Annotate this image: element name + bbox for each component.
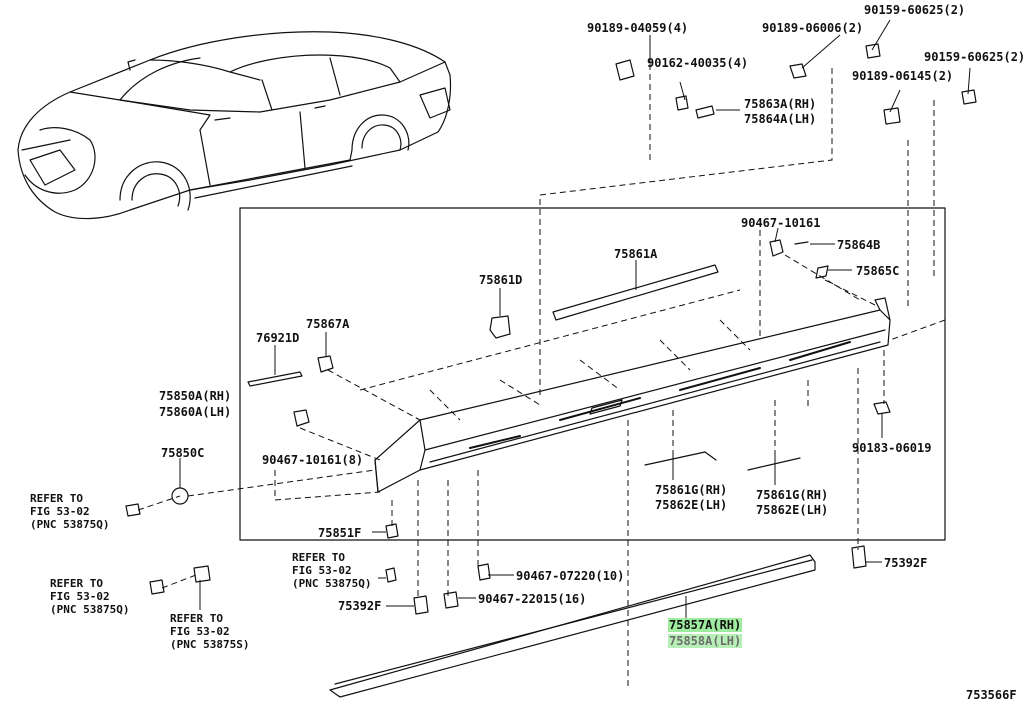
label-90467-07220: 90467-07220(10) xyxy=(516,569,625,583)
label-75867A: 75867A xyxy=(306,317,350,331)
refer-note-4-line3: (PNC 53875S) xyxy=(170,638,250,651)
label-75864A: 75864A(LH) xyxy=(744,112,817,126)
refer-note-2-line3: (PNC 53875Q) xyxy=(292,577,372,590)
refer-note-1-line1: REFER TO xyxy=(30,492,83,505)
label-75861A: 75861A xyxy=(614,247,658,261)
label-75850A: 75850A(RH) xyxy=(159,389,232,403)
refer-note-1-line2: FIG 53-02 xyxy=(30,505,90,518)
label-75858A: 75858A(LH) xyxy=(668,634,743,648)
label-75865C: 75865C xyxy=(856,264,900,278)
label-90467-10161: 90467-10161 xyxy=(741,216,821,230)
label-75861G-1: 75861G(RH) xyxy=(655,483,728,497)
refer-note-2-line1: REFER TO xyxy=(292,551,345,564)
label-90467-10161-8: 90467-10161(8) xyxy=(262,453,364,467)
label-75863A: 75863A(RH) xyxy=(744,97,817,111)
figure-id: 753566F xyxy=(966,688,1017,702)
label-75864B: 75864B xyxy=(837,238,881,252)
rocker-panel xyxy=(374,297,891,493)
label-90467-22015: 90467-22015(16) xyxy=(478,592,587,606)
refer-note-3-line2: FIG 53-02 xyxy=(50,590,110,603)
label-75857A: 75857A(RH) xyxy=(668,618,743,632)
label-75862E-1: 75862E(LH) xyxy=(655,498,728,512)
label-75392F-left: 75392F xyxy=(338,599,382,613)
label-90189-06145: 90189-06145(2) xyxy=(852,69,954,83)
label-75862E-2: 75862E(LH) xyxy=(756,503,829,517)
refer-note-2-line2: FIG 53-02 xyxy=(292,564,352,577)
label-90159-60625-top: 90159-60625(2) xyxy=(864,3,966,17)
side-moulding xyxy=(329,554,816,698)
label-75861D: 75861D xyxy=(479,273,523,287)
refer-note-4-line2: FIG 53-02 xyxy=(170,625,230,638)
label-75860A: 75860A(LH) xyxy=(159,405,232,419)
refer-note-3-line3: (PNC 53875Q) xyxy=(50,603,130,616)
label-75858A-text: 75858A(LH) xyxy=(668,634,743,648)
label-75392F-right: 75392F xyxy=(884,556,928,570)
label-75850C: 75850C xyxy=(161,446,205,460)
label-90159-60625-right: 90159-60625(2) xyxy=(924,50,1024,64)
refer-note-1-line3: (PNC 53875Q) xyxy=(30,518,110,531)
label-90162-40035: 90162-40035(4) xyxy=(647,56,749,70)
refer-note-4-line1: REFER TO xyxy=(170,612,223,625)
label-76921D: 76921D xyxy=(256,331,300,345)
car-illustration xyxy=(17,31,452,220)
label-75851F: 75851F xyxy=(318,526,362,540)
label-90183-06019: 90183-06019 xyxy=(852,441,932,455)
label-75861G-2: 75861G(RH) xyxy=(756,488,829,502)
label-90189-04059: 90189-04059(4) xyxy=(587,21,689,35)
refer-note-3-line1: REFER TO xyxy=(50,577,103,590)
label-90189-06006: 90189-06006(2) xyxy=(762,21,864,35)
